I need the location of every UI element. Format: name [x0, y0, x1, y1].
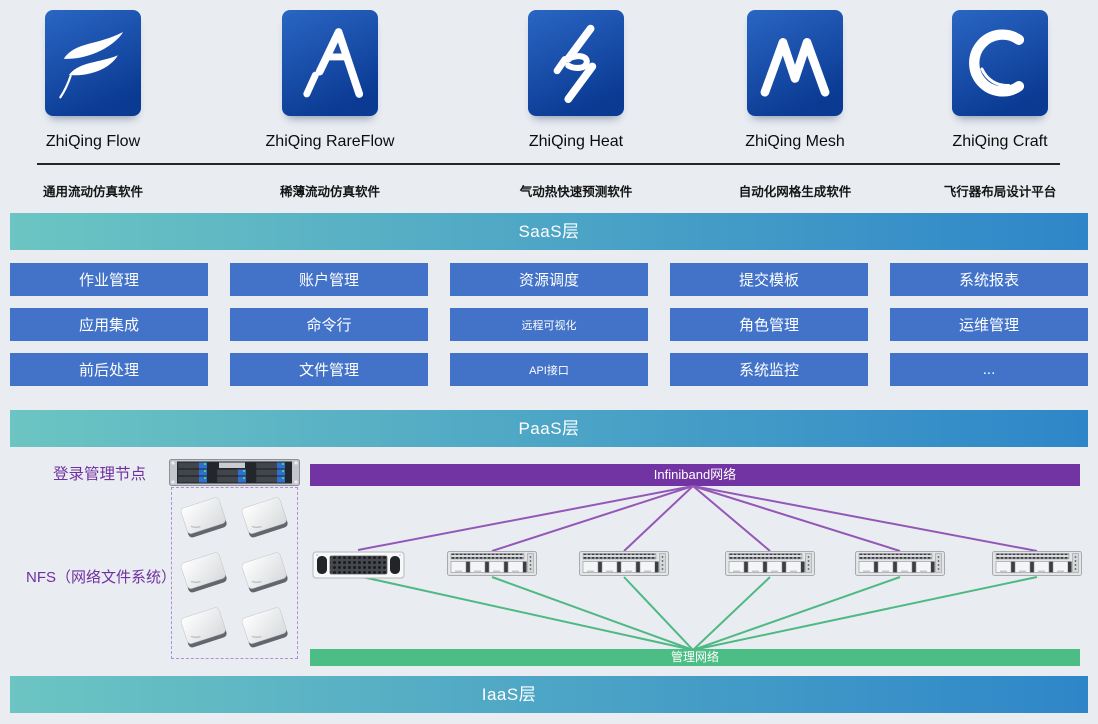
management-network-bar: 管理网络 [310, 649, 1080, 666]
lightning-icon [553, 24, 597, 103]
module-ops-management[interactable]: 运维管理 [890, 308, 1088, 341]
nfs-disk-group [171, 487, 298, 659]
product-name: ZhiQing Mesh [745, 133, 845, 150]
module-job-management[interactable]: 作业管理 [10, 263, 208, 296]
iaas-layer-label: IaaS层 [481, 685, 537, 704]
login-management-node-label: 登录管理节点 [53, 466, 147, 483]
product-zhiqing-craft: ZhiQing Craft 飞行器布局设计平台 [915, 10, 1085, 199]
product-description: 稀薄流动仿真软件 [279, 185, 380, 199]
product-name: ZhiQing RareFlow [265, 133, 395, 150]
product-zhiqing-heat: ZhiQing Heat 气动热快速预测软件 [491, 10, 661, 199]
module-command-line[interactable]: 命令行 [230, 308, 428, 341]
product-description: 自动化网格生成软件 [738, 185, 852, 199]
module-app-integration[interactable]: 应用集成 [10, 308, 208, 341]
product-zhiqing-mesh: ZhiQing Mesh 自动化网格生成软件 [710, 10, 880, 199]
product-name: ZhiQing Heat [528, 133, 624, 150]
module-file-management[interactable]: 文件管理 [230, 353, 428, 386]
products-divider-line [37, 163, 1060, 165]
disk-icon [241, 497, 288, 538]
login-node-rack-icon [169, 459, 300, 486]
product-zhiqing-flow: ZhiQing Flow 通用流动仿真软件 [8, 10, 178, 199]
disk-icon [241, 552, 288, 593]
saas-module-grid: 作业管理 账户管理 资源调度 提交模板 系统报表 应用集成 命令行 远程可视化 … [10, 263, 1088, 386]
paas-layer-band: PaaS层 [10, 410, 1088, 447]
saas-layer-label: SaaS层 [518, 222, 580, 241]
module-role-management[interactable]: 角色管理 [670, 308, 868, 341]
product-name: ZhiQing Flow [45, 133, 141, 150]
disk-icon [241, 607, 288, 648]
compute-node-icon [855, 551, 945, 576]
compute-node-icon [725, 551, 815, 576]
zhiqing-flow-logo[interactable] [45, 10, 141, 116]
compute-node-icon [992, 551, 1082, 576]
storage-server-icon [312, 551, 405, 579]
module-resource-scheduling[interactable]: 资源调度 [450, 263, 648, 296]
compute-node-icon [579, 551, 669, 576]
disk-icon [181, 497, 227, 538]
zhiqing-craft-logo[interactable] [952, 10, 1048, 116]
product-name: ZhiQing Craft [952, 133, 1048, 150]
zhiqing-mesh-logo[interactable] [747, 10, 843, 116]
crescent-c-icon [969, 29, 1025, 97]
letter-r-slash-icon [303, 28, 364, 98]
compute-node-icon [447, 551, 537, 576]
paas-layer-label: PaaS层 [518, 419, 580, 438]
module-pre-post-processing[interactable]: 前后处理 [10, 353, 208, 386]
nfs-label: NFS（网络文件系统） [26, 569, 177, 586]
infiniband-network-label: Infiniband网络 [653, 467, 737, 482]
product-description: 通用流动仿真软件 [42, 185, 143, 199]
module-submit-template[interactable]: 提交模板 [670, 263, 868, 296]
module-remote-visualization[interactable]: 远程可视化 [450, 308, 648, 341]
module-api-interface[interactable]: API接口 [450, 353, 648, 386]
zhiqing-rareflow-logo[interactable] [282, 10, 378, 116]
infiniband-network-bar: Infiniband网络 [310, 464, 1080, 486]
iaas-layer-band: IaaS层 [10, 676, 1088, 713]
flow-waves-icon [59, 32, 124, 99]
letter-m-icon [760, 38, 830, 97]
product-description: 飞行器布局设计平台 [943, 185, 1057, 199]
product-zhiqing-rareflow: ZhiQing RareFlow 稀薄流动仿真软件 [245, 10, 415, 199]
saas-layer-band: SaaS层 [10, 213, 1088, 250]
product-description: 气动热快速预测软件 [519, 185, 633, 199]
module-system-monitoring[interactable]: 系统监控 [670, 353, 868, 386]
module-system-report[interactable]: 系统报表 [890, 263, 1088, 296]
management-network-label: 管理网络 [670, 650, 719, 664]
disk-icon [181, 552, 227, 593]
module-more[interactable]: ... [890, 353, 1088, 386]
disk-icon [181, 607, 227, 648]
module-account-management[interactable]: 账户管理 [230, 263, 428, 296]
zhiqing-heat-logo[interactable] [528, 10, 624, 116]
